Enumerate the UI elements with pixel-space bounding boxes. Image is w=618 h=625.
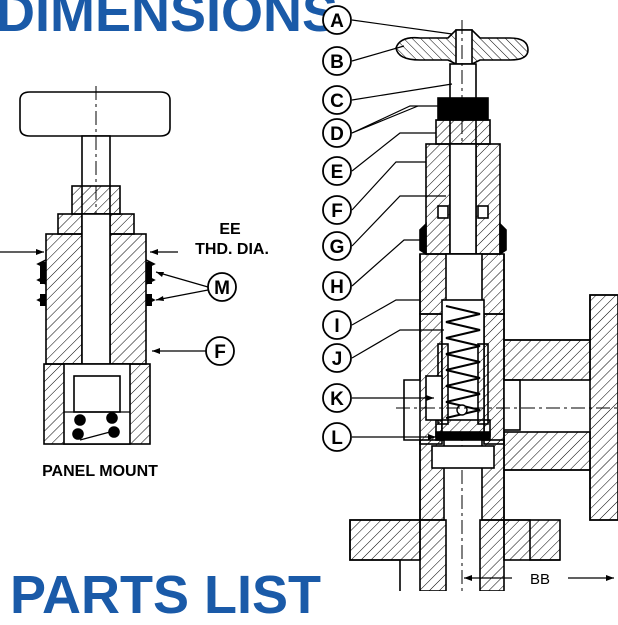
callout-h-letter: H [330,277,344,298]
callout-d-letter: D [330,124,344,145]
callout-b-letter: B [330,52,344,73]
technical-drawing: EE THD. DIA. M F PANEL MOUNT [0,5,618,591]
parts-list-heading: PARTS LIST [10,565,322,625]
callout-k [322,383,352,413]
callout-k-letter: K [330,389,344,410]
callout-f [322,195,352,225]
callout-f-panel [205,336,235,366]
callout-d [322,118,352,148]
callout-f-letter: F [331,201,343,222]
dimensions-heading: DIMENSIONS [0,0,339,43]
callout-e [322,156,352,186]
panel-mount-caption: PANEL MOUNT [42,463,158,480]
callout-m-panel [207,272,237,302]
panel-thread-label-line1: EE [219,221,241,238]
callout-c-letter: C [330,91,344,112]
callout-i [322,310,352,340]
callout-l-letter: L [331,428,343,449]
callout-j [322,343,352,373]
callout-a-letter: A [330,11,344,32]
callout-l [322,422,352,452]
callout-f-panel-letter: F [214,342,226,363]
panel-mount-view [0,86,237,445]
panel-thread-label-line2: THD. DIA. [195,241,269,258]
dimension-bb-label: BB [530,571,550,588]
callout-a [322,5,352,35]
callout-g [322,231,352,261]
callout-h [322,271,352,301]
valve-section-view [322,5,618,591]
callout-m-panel-letter: M [214,278,230,299]
callout-i-letter: I [334,316,339,337]
callout-j-letter: J [332,349,343,370]
callout-b [322,46,352,76]
callout-g-letter: G [330,237,345,258]
panel-handle [19,91,171,137]
callout-c [322,85,352,115]
callout-e-letter: E [331,162,344,183]
